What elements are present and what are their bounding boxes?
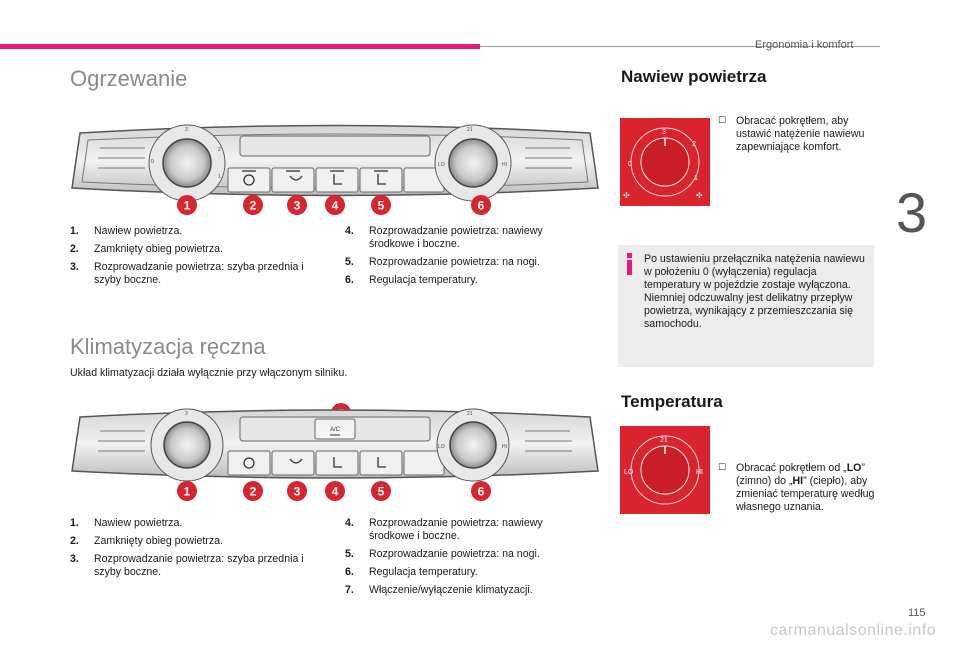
airflow-instruction: ☐ Obracać pokrętłem, aby ustawić natężen…: [718, 115, 865, 153]
callout-6: [471, 481, 491, 501]
svg-text:✣: ✣: [623, 191, 630, 200]
list-item: 4.Rozprowadzanie powietrza: nawiewy środ…: [345, 517, 543, 542]
section-header: Ergonomia i komfort: [755, 39, 854, 51]
heating-title: Ogrzewanie: [70, 66, 188, 91]
accent-bar: [0, 44, 480, 49]
callout-4: [325, 195, 345, 215]
callout-label: 3: [294, 199, 301, 213]
svg-text:2: 2: [692, 141, 696, 148]
svg-text:LO: LO: [438, 162, 445, 168]
header-rule: [480, 46, 880, 47]
svg-text:LO: LO: [438, 444, 445, 450]
callout-6: [471, 195, 491, 215]
ac-legend-right: 4.Rozprowadzanie powietrza: nawiewy środ…: [345, 517, 585, 602]
callout-label: 2: [250, 485, 257, 499]
callout-2: [243, 481, 263, 501]
ac-legend-left: 1.Nawiew powietrza. 2.Zamknięty obieg po…: [70, 517, 310, 584]
svg-text:0: 0: [628, 161, 632, 168]
svg-text:2: 2: [218, 147, 221, 153]
list-item: 3.Rozprowadzanie powietrza: szyba przedn…: [70, 261, 304, 286]
checkbox-bullet-icon: ☐: [718, 463, 727, 473]
callout-label: 6: [478, 485, 485, 499]
list-item: 2.Zamknięty obieg powietrza.: [70, 535, 223, 547]
callout-1: [177, 481, 197, 501]
svg-text:21: 21: [467, 127, 473, 133]
svg-text:21: 21: [467, 411, 473, 417]
callout-label: 1: [184, 485, 191, 499]
checkbox-bullet-icon: ☐: [718, 116, 727, 126]
info-text: Po ustawieniu przełącznika natężenia naw…: [644, 253, 865, 330]
ac-button-label: A/C: [330, 427, 341, 433]
ac-callouts: 1 2 3 4 5 6: [177, 481, 491, 501]
svg-text:LO: LO: [624, 469, 634, 476]
list-item: 3.Rozprowadzanie powietrza: szyba przedn…: [70, 553, 304, 578]
page-number: 115: [908, 607, 926, 619]
callout-label: 2: [250, 199, 257, 213]
svg-text:HI: HI: [502, 162, 507, 168]
callout-3: [287, 195, 307, 215]
svg-text:1: 1: [694, 175, 698, 182]
list-item: 5.Rozprowadzanie powietrza: na nogi.: [345, 256, 540, 268]
list-item: 1.Nawiew powietrza.: [70, 517, 183, 529]
callout-4: [325, 481, 345, 501]
callout-2: [243, 195, 263, 215]
list-item: 2.Zamknięty obieg powietrza.: [70, 243, 223, 255]
callout-label: 5: [378, 199, 385, 213]
callout-label: 5: [378, 485, 385, 499]
ac-intro: Układ klimatyzacji działa wyłącznie przy…: [70, 367, 348, 379]
heating-legend-left: 1.Nawiew powietrza. 2.Zamknięty obieg po…: [70, 225, 310, 292]
fan-dial-thumbnail: 3 2 0 1 ✣ ✣: [620, 118, 710, 206]
callout-label: 6: [478, 199, 485, 213]
callout-label: 3: [294, 485, 301, 499]
callout-3: [287, 481, 307, 501]
svg-text:1: 1: [218, 174, 221, 180]
svg-text:3: 3: [185, 127, 188, 133]
list-item: 1.Nawiew powietrza.: [70, 225, 183, 237]
callout-1: [177, 195, 197, 215]
heating-legend-right: 4.Rozprowadzanie powietrza: nawiewy środ…: [345, 225, 585, 292]
svg-text:HI: HI: [502, 444, 507, 450]
callout-5: [371, 195, 391, 215]
callout-label: 4: [332, 485, 339, 499]
callout-5: [371, 481, 391, 501]
info-icon: [627, 253, 632, 275]
heating-callouts: 1 2 3 4 5 6: [177, 195, 491, 215]
svg-text:3: 3: [185, 411, 188, 417]
airflow-title: Nawiew powietrza: [621, 67, 767, 86]
list-item: 6.Regulacja temperatury.: [345, 274, 478, 286]
footer-watermark: carmanualsonline.info: [770, 622, 937, 639]
callout-label: 1: [184, 199, 191, 213]
list-item: 4.Rozprowadzanie powietrza: nawiewy środ…: [345, 225, 543, 250]
svg-text:21: 21: [660, 437, 668, 444]
info-box: Po ustawieniu przełącznika natężenia naw…: [618, 245, 874, 367]
ac-title: Klimatyzacja ręczna: [70, 334, 266, 359]
svg-text:3: 3: [662, 129, 666, 136]
svg-text:HI: HI: [696, 469, 703, 476]
list-item: 5.Rozprowadzanie powietrza: na nogi.: [345, 548, 540, 560]
temperature-title: Temperatura: [621, 392, 723, 411]
chapter-number: 3: [896, 181, 928, 244]
callout-label: 4: [332, 199, 339, 213]
list-item: 6.Regulacja temperatury.: [345, 566, 478, 578]
svg-text:0: 0: [151, 159, 154, 165]
list-item: 7.Włączenie/wyłączenie klimatyzacji.: [345, 584, 533, 596]
temperature-instruction: ☐ Obracać pokrętłem od „LO” (zimno) do „…: [718, 462, 875, 513]
svg-text:✣: ✣: [696, 191, 703, 200]
